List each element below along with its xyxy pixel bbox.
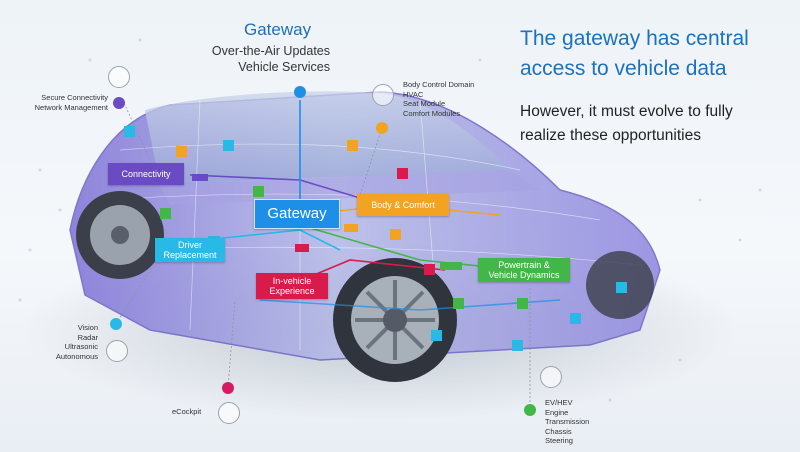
annotation-line: Comfort Modules bbox=[403, 108, 461, 118]
gateway-heading: Gateway bbox=[244, 20, 312, 39]
sensors-annotation: Vision Radar Ultrasonic Autonomous bbox=[40, 323, 98, 361]
gateway-subtitle-line2: Vehicle Services bbox=[238, 60, 330, 74]
tag-line: Replacement bbox=[163, 250, 217, 260]
body-text: However, it must evolve to fully realize… bbox=[520, 100, 795, 148]
ecockpit-annotation: eCockpit bbox=[172, 407, 202, 416]
tag-line: Vehicle Dynamics bbox=[488, 270, 560, 280]
connectivity-annotation: Secure Connectivity Network Management bbox=[8, 93, 108, 112]
annotation-line: Radar bbox=[77, 332, 98, 342]
annotation-line: EV/HEV bbox=[545, 398, 573, 407]
annotation-line: Chassis bbox=[545, 426, 572, 436]
tag-line: Experience bbox=[269, 286, 315, 296]
lock-icon bbox=[218, 402, 240, 424]
tag-line: Driver bbox=[178, 240, 202, 250]
lock-icon bbox=[106, 340, 128, 362]
gateway-tag: Gateway bbox=[254, 199, 340, 229]
annotation-line: Engine bbox=[545, 407, 569, 417]
body-comfort-tag: Body & Comfort bbox=[357, 194, 449, 216]
headline-line2: access to vehicle data bbox=[520, 57, 727, 80]
lock-icon bbox=[540, 366, 562, 388]
body-line1: However, it must evolve to fully bbox=[520, 103, 733, 120]
powertrain-annotation: EV/HEV Engine Transmission Chassis Steer… bbox=[545, 398, 615, 446]
headline: The gateway has central access to vehicl… bbox=[520, 24, 795, 84]
annotation-line: HVAC bbox=[403, 89, 424, 99]
annotation-line: Transmission bbox=[545, 417, 590, 426]
headline-line1: The gateway has central bbox=[520, 27, 749, 50]
driver-replacement-tag: Driver Replacement bbox=[155, 238, 225, 262]
connectivity-tag: Connectivity bbox=[108, 163, 184, 185]
annotation-line: Seat Module bbox=[403, 99, 446, 108]
lock-icon bbox=[108, 66, 130, 88]
annotation-line: Body Control Domain bbox=[403, 80, 475, 89]
body-line2: realize these opportunities bbox=[520, 127, 701, 144]
body-annotation: Body Control Domain HVAC Seat Module Com… bbox=[403, 80, 503, 118]
tag-line: In-vehicle bbox=[272, 276, 312, 286]
in-vehicle-experience-tag: In-vehicle Experience bbox=[256, 273, 328, 299]
annotation-line: Network Management bbox=[34, 102, 108, 112]
lock-icon bbox=[372, 84, 394, 106]
annotation-line: Vision bbox=[77, 323, 98, 332]
gateway-subtitle-line1: Over-the-Air Updates bbox=[211, 44, 330, 58]
powertrain-tag: Powertrain & Vehicle Dynamics bbox=[478, 258, 570, 282]
annotation-line: Steering bbox=[545, 436, 573, 445]
tag-line: Powertrain & bbox=[498, 260, 550, 270]
annotation-line: Autonomous bbox=[55, 351, 98, 361]
annotation-line: Secure Connectivity bbox=[41, 93, 108, 102]
annotation-line: Ultrasonic bbox=[64, 342, 98, 351]
